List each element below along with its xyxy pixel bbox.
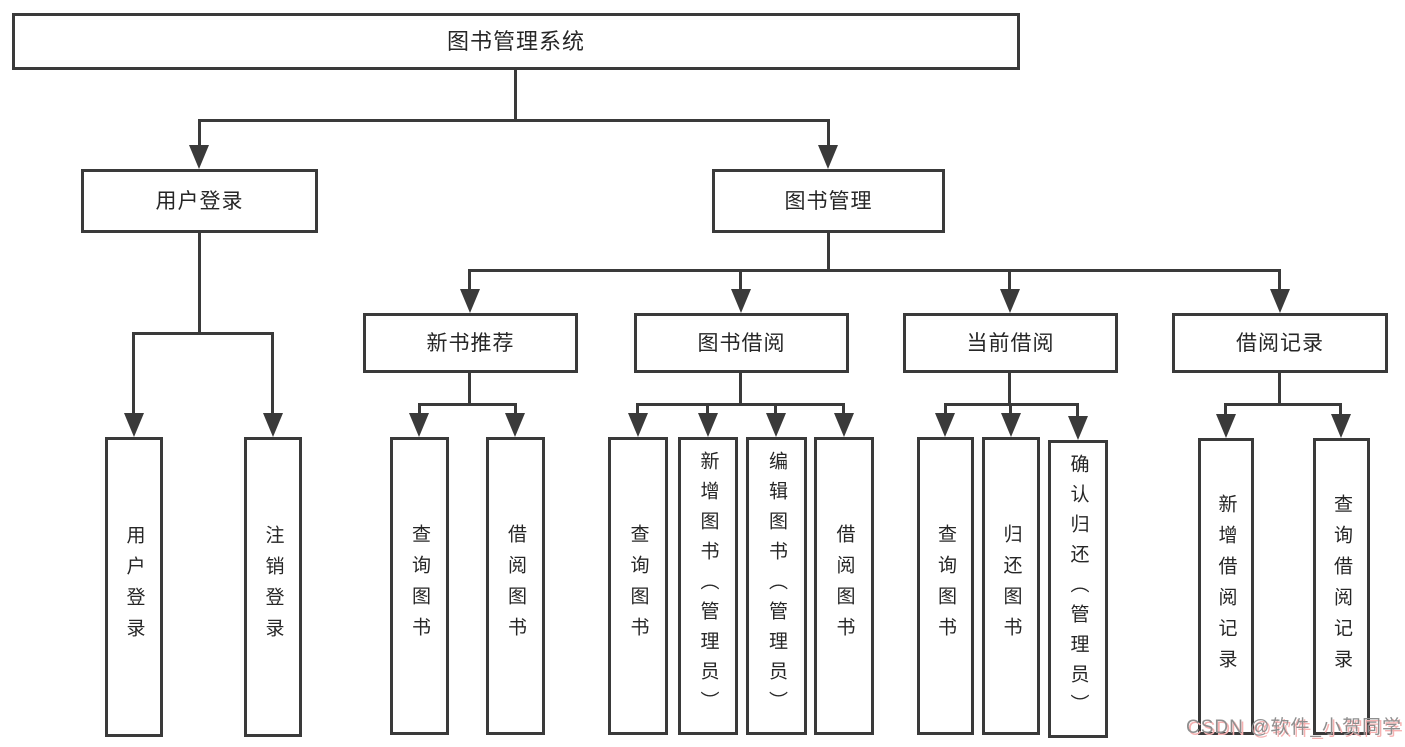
arrow-down-icon bbox=[1270, 289, 1290, 313]
connector-line bbox=[1009, 403, 1012, 416]
leaf-confirm-return-admin: 确认归还（管理员） bbox=[1048, 440, 1108, 738]
arrow-down-icon bbox=[1331, 414, 1351, 438]
arrow-down-icon bbox=[1001, 413, 1021, 437]
arrow-down-icon bbox=[189, 145, 209, 169]
connector-line bbox=[827, 233, 830, 271]
arrow-down-icon bbox=[263, 413, 283, 437]
leaf-query-books-borrowing: 查询图书 bbox=[608, 437, 668, 735]
connector-line bbox=[1008, 373, 1011, 406]
connector-line bbox=[198, 119, 201, 147]
connector-line bbox=[706, 403, 709, 416]
arrow-down-icon bbox=[1216, 414, 1236, 438]
connector-line bbox=[132, 332, 135, 415]
node-label: 图书管理系统 bbox=[446, 28, 585, 54]
connector-line bbox=[418, 403, 517, 406]
connector-line bbox=[827, 119, 830, 147]
leaf-label: 用户登录 bbox=[123, 525, 145, 649]
connector-line bbox=[133, 332, 274, 335]
leaf-return-books: 归还图书 bbox=[982, 437, 1040, 735]
connector-line bbox=[637, 403, 845, 406]
connector-line bbox=[842, 403, 845, 416]
connector-line bbox=[1224, 403, 1227, 417]
leaf-label: 查询借阅记录 bbox=[1331, 493, 1352, 680]
node-label: 当前借阅 bbox=[966, 331, 1055, 355]
arrow-down-icon bbox=[628, 413, 648, 437]
leaf-label: 新增借阅记录 bbox=[1215, 493, 1237, 680]
connector-line bbox=[1278, 269, 1281, 291]
connector-line bbox=[198, 233, 201, 334]
arrow-down-icon bbox=[409, 413, 429, 437]
connector-line bbox=[469, 269, 1281, 272]
connector-line bbox=[418, 403, 421, 416]
connector-line bbox=[739, 269, 742, 291]
leaf-label: 归还图书 bbox=[1000, 524, 1022, 648]
leaf-label: 借阅图书 bbox=[505, 524, 526, 648]
leaf-query-borrow-record: 查询借阅记录 bbox=[1313, 438, 1370, 735]
node-book-borrowing: 图书借阅 bbox=[634, 313, 849, 373]
node-label: 借阅记录 bbox=[1236, 331, 1324, 355]
arrow-down-icon bbox=[460, 289, 480, 313]
connector-line bbox=[636, 403, 639, 416]
leaf-label: 借阅图书 bbox=[833, 524, 855, 648]
arrow-down-icon bbox=[834, 413, 854, 437]
leaf-label: 查询图书 bbox=[409, 524, 430, 648]
arrow-down-icon bbox=[698, 413, 718, 437]
node-label: 新书推荐 bbox=[426, 331, 515, 355]
connector-line bbox=[468, 269, 471, 291]
arrow-down-icon bbox=[935, 413, 955, 437]
connector-line bbox=[739, 373, 742, 406]
connector-line bbox=[198, 119, 829, 122]
connector-line bbox=[1076, 403, 1079, 419]
leaf-label: 编辑图书（管理员） bbox=[766, 451, 787, 721]
arrow-down-icon bbox=[505, 413, 525, 437]
node-library-management-system: 图书管理系统 bbox=[12, 13, 1020, 70]
leaf-query-books-current: 查询图书 bbox=[917, 437, 974, 735]
arrow-down-icon bbox=[1068, 416, 1088, 440]
leaf-add-book-admin: 新增图书（管理员） bbox=[678, 437, 738, 735]
watermark: CSDN @软件_小贺同学 bbox=[1186, 717, 1402, 738]
leaf-label: 注销登录 bbox=[262, 525, 284, 649]
node-label: 图书管理 bbox=[784, 189, 873, 213]
connector-line bbox=[1008, 269, 1011, 291]
leaf-logout: 注销登录 bbox=[244, 437, 302, 737]
arrow-down-icon bbox=[731, 289, 751, 313]
node-book-management: 图书管理 bbox=[712, 169, 945, 233]
leaf-user-login: 用户登录 bbox=[105, 437, 163, 737]
node-current-borrowing: 当前借阅 bbox=[903, 313, 1118, 373]
arrow-down-icon bbox=[818, 145, 838, 169]
connector-line bbox=[514, 403, 517, 416]
node-borrowing-records: 借阅记录 bbox=[1172, 313, 1388, 373]
node-label: 用户登录 bbox=[155, 189, 244, 213]
connector-line bbox=[468, 373, 471, 406]
leaf-borrow-books-recommend: 借阅图书 bbox=[486, 437, 545, 735]
leaf-label: 查询图书 bbox=[935, 524, 956, 648]
leaf-query-books-recommend: 查询图书 bbox=[390, 437, 449, 735]
leaf-label: 新增图书（管理员） bbox=[697, 451, 719, 721]
leaf-label: 查询图书 bbox=[627, 524, 649, 648]
arrow-down-icon bbox=[124, 413, 144, 437]
connector-line bbox=[944, 403, 947, 416]
leaf-add-borrow-record: 新增借阅记录 bbox=[1198, 438, 1254, 735]
leaf-borrow-books: 借阅图书 bbox=[814, 437, 874, 735]
node-user-login: 用户登录 bbox=[81, 169, 318, 233]
connector-line bbox=[1224, 403, 1342, 406]
arrow-down-icon bbox=[1000, 289, 1020, 313]
connector-line bbox=[1278, 373, 1281, 406]
node-new-book-recommend: 新书推荐 bbox=[363, 313, 578, 373]
connector-line bbox=[774, 403, 777, 416]
node-label: 图书借阅 bbox=[697, 331, 786, 355]
connector-line bbox=[271, 332, 274, 415]
leaf-label: 确认归还（管理员） bbox=[1067, 454, 1089, 724]
connector-line bbox=[1339, 403, 1342, 417]
arrow-down-icon bbox=[766, 413, 786, 437]
connector-line bbox=[514, 70, 517, 121]
leaf-edit-book-admin: 编辑图书（管理员） bbox=[746, 437, 807, 735]
